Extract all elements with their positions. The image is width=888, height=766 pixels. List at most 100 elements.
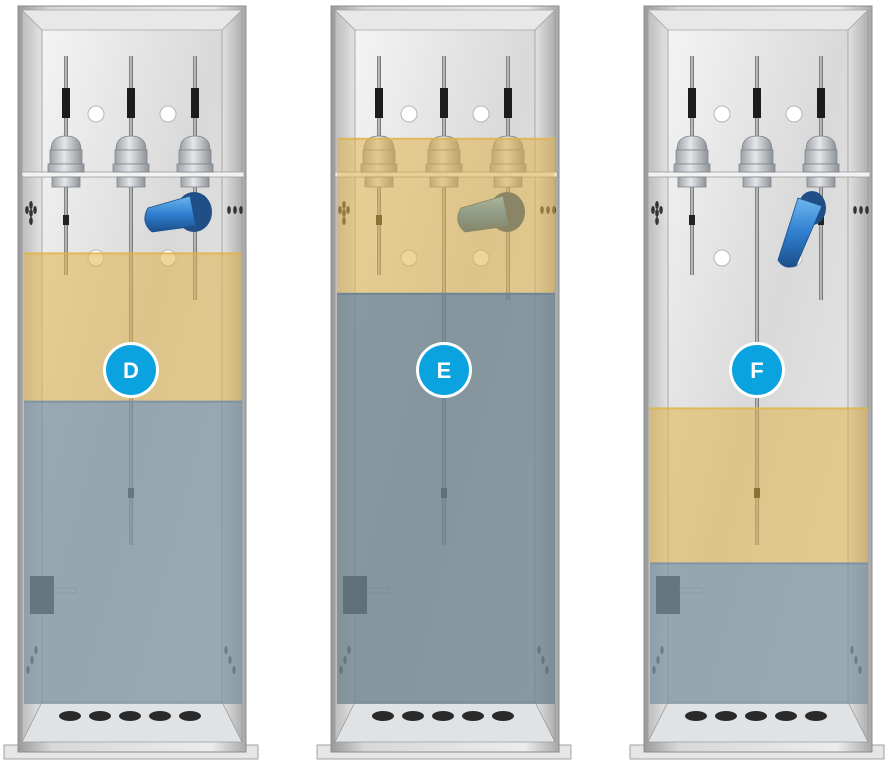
mounting-hole [87,105,105,123]
liquid-surface-water [24,400,242,403]
gland-cap [50,135,82,151]
gland-lock-nut [677,176,707,188]
gland-lock-nut [180,176,210,188]
gland-lock-nut [116,176,146,188]
gland-body [49,149,83,165]
drain-hole-icon [149,711,171,721]
liquid-surface-oil [650,407,868,410]
gland-cap [115,135,147,151]
float-body [777,197,823,268]
drain-hole-icon [462,711,484,721]
drain-hole-icon [119,711,141,721]
gland-body [804,149,838,165]
mounting-hole [713,105,731,123]
drain-hole-icon [59,711,81,721]
drain-hole-icon [805,711,827,721]
separator-panel-f: F [629,5,885,760]
cable-gland-icon [47,135,85,188]
drain-hole-icon [89,711,111,721]
panel-label: F [750,358,763,383]
vent-slot [853,206,857,214]
separator-panel-e: E [316,5,572,760]
gland-body [178,149,212,165]
panel-label: D [123,358,139,383]
probe-sensor [689,215,695,225]
mounting-rail [647,171,871,178]
liquid-layer-water [24,400,242,704]
mounting-hole [159,105,177,123]
vent-slot [655,209,659,217]
liquid-surface-water [650,562,868,565]
gland-body [740,149,774,165]
liquid-surface-water [337,292,555,295]
probe-sleeve [62,88,70,118]
vent-slot [651,206,655,214]
cable-gland-icon [673,135,711,188]
gland-body [114,149,148,165]
drain-hole-icon [179,711,201,721]
gland-lock-nut [51,176,81,188]
mounting-hole [713,249,731,267]
gland-nut [112,163,150,173]
drain-hole-icon [492,711,514,721]
vent-slot [29,217,33,225]
liquid-layer-water [650,562,868,704]
mounting-hole [785,105,803,123]
gland-nut [802,163,840,173]
probe-sleeve [753,88,761,118]
gland-nut [176,163,214,173]
vent-slot [659,206,663,214]
liquid-surface-oil [24,252,242,255]
gland-lock-nut [806,176,836,188]
float-body [144,195,197,233]
vent-slot [239,206,243,214]
probe-sleeve [504,88,512,118]
drain-hole-icon [432,711,454,721]
vent-slot [33,206,37,214]
drain-hole-icon [715,711,737,721]
panel-label: E [437,358,452,383]
vent-slot [29,201,33,209]
vent-slot [29,209,33,217]
liquid-layer-oil [337,137,555,293]
gland-nut [47,163,85,173]
tank-floor [21,701,243,743]
float-switch-icon [144,192,212,233]
probe-sleeve [688,88,696,118]
probe-sleeve [375,88,383,118]
liquid-layer-oil [650,407,868,563]
drain-hole-icon [745,711,767,721]
panel-badge [732,345,782,395]
cable-gland-icon [176,135,214,188]
cable-gland-icon [738,135,776,188]
cable-gland-icon [802,135,840,188]
tank-top-lip [334,9,556,31]
panel-badge [419,345,469,395]
gland-cap [676,135,708,151]
vent-slot [859,206,863,214]
gland-lock-nut [742,176,772,188]
probe-sleeve [191,88,199,118]
gland-nut [673,163,711,173]
mounting-hole [400,105,418,123]
probe-sleeve [440,88,448,118]
drain-hole-icon [372,711,394,721]
probe-sleeve [127,88,135,118]
drain-hole-icon [775,711,797,721]
level-probe-icon [755,56,759,545]
vent-slot [655,217,659,225]
tank-floor [647,701,869,743]
vent-slot [25,206,29,214]
gland-cap [805,135,837,151]
probe-sleeve [817,88,825,118]
cable-gland-icon [112,135,150,188]
separator-panel-d: D [3,5,259,760]
drain-hole-icon [402,711,424,721]
vent-slot [865,206,869,214]
vent-slot [233,206,237,214]
tank-top-lip [647,9,869,31]
probe-sensor [63,215,69,225]
gland-nut [738,163,776,173]
vent-slot [227,206,231,214]
